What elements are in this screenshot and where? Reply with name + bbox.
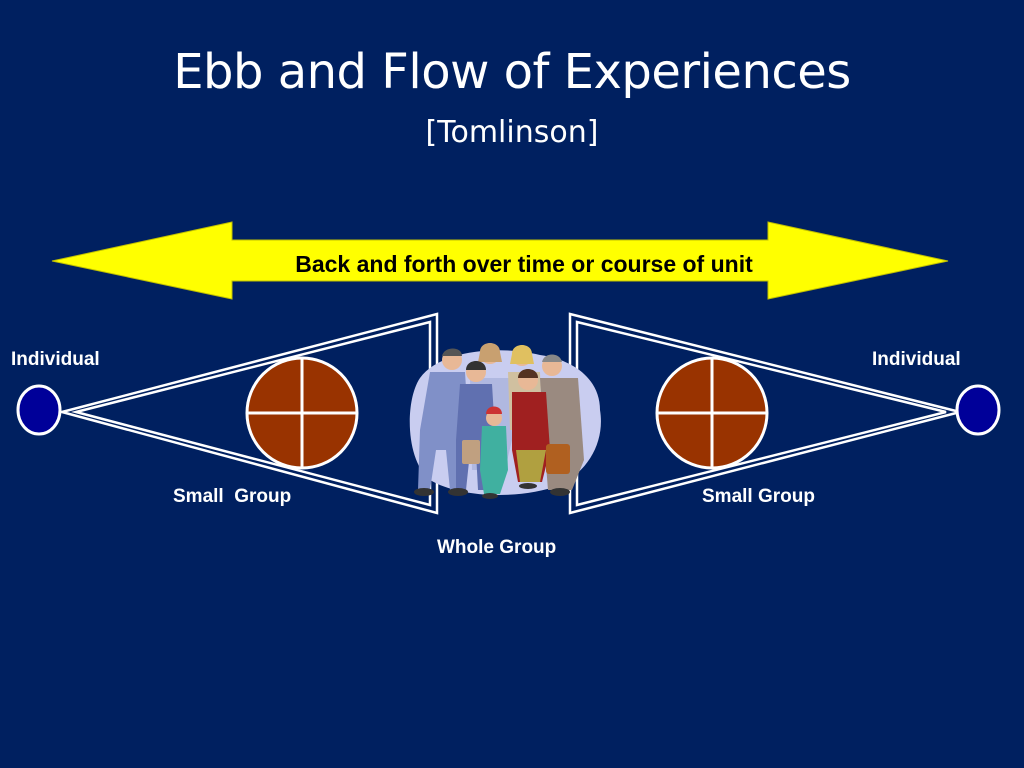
arrow-label: Back and forth over time or course of un… [295,251,753,277]
right-individual-dot [955,384,1001,436]
right-individual-label: Individual [872,349,961,370]
right-small-group-circle [655,356,769,470]
left-small-group-label: Small Group [173,486,292,507]
left-individual-label: Individual [11,349,100,370]
left-small-group-circle [245,356,359,470]
double-arrow [51,221,949,300]
group-of-people-clipart [409,343,601,499]
whole-group-label: Whole Group [437,537,557,558]
right-small-group-label: Small Group [702,486,815,507]
page-subtitle: [Tomlinson] [425,115,599,150]
page-title: Ebb and Flow of Experiences [173,44,851,100]
left-individual-dot [16,384,62,436]
